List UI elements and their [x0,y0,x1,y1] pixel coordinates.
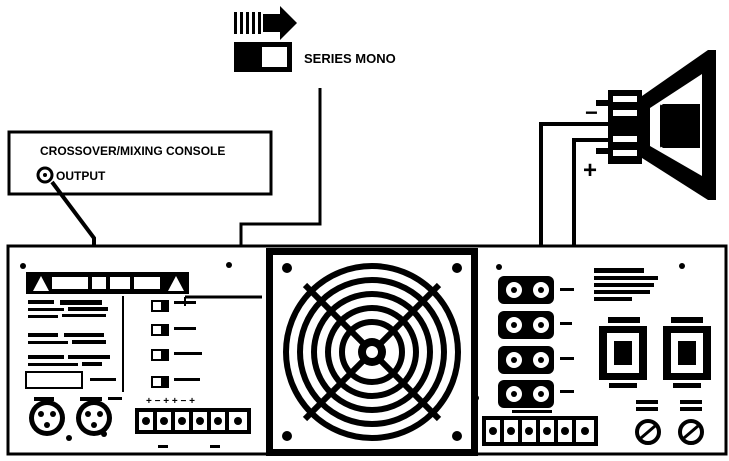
mode-label: SERIES MONO [304,51,396,66]
xlr-female-input-icon [29,397,72,441]
ac-power-socket-left [599,317,647,388]
speaker-wire-negative [539,122,608,288]
mixing-console-box [7,130,273,196]
output-terminal-strip [482,410,598,446]
warning-label-strip [26,272,189,294]
input-section-text [25,300,122,400]
breaker-left-icon [635,400,661,445]
output-binding-posts [498,276,574,408]
cooling-fan-icon [266,248,478,456]
warning-triangle-icon [168,276,184,291]
ac-power-socket-right [663,317,711,388]
xlr-male-input-icon [76,397,112,436]
output-section-text [594,268,658,301]
speaker-plus-label: + [583,157,597,184]
console-title: CROSSOVER/MIXING CONSOLE [40,144,225,158]
right-arrow-icon [234,6,297,40]
speaker-icon [608,50,716,200]
dip-switch-icon [234,42,292,72]
svg-text:+ − + + − +: + − + + − + [146,396,195,407]
output-label: OUTPUT [56,169,106,183]
breaker-right-icon [678,400,704,445]
speaker-minus-label: − [585,100,598,125]
input-terminal-strip: + − + + − + [135,396,251,448]
